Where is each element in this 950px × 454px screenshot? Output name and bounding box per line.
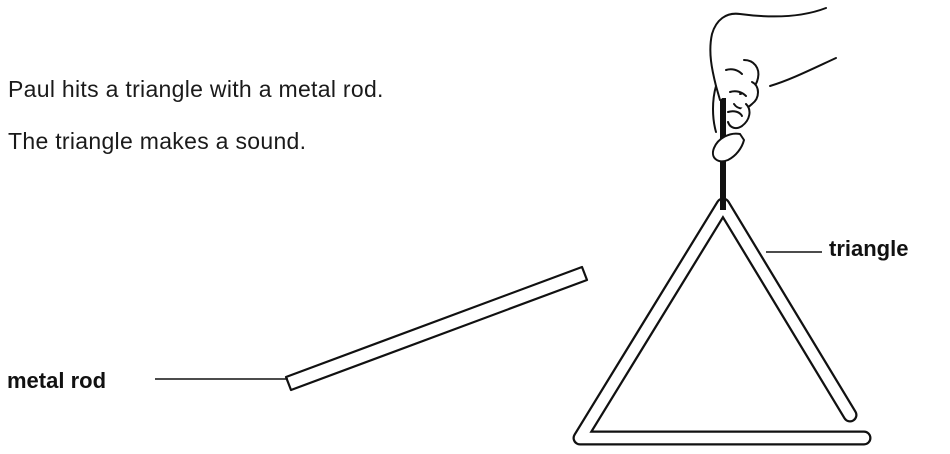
metal-rod-label: metal rod	[7, 368, 106, 394]
hand-holding-string-icon	[710, 8, 836, 161]
triangle-instrument	[580, 205, 864, 438]
metal-rod	[286, 267, 587, 390]
triangle-label: triangle	[829, 236, 908, 262]
